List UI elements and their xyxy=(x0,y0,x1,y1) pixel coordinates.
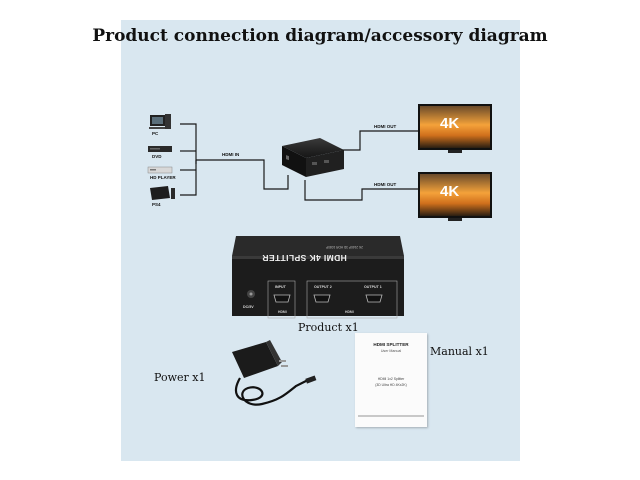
output-cables xyxy=(304,130,418,201)
dvd-icon xyxy=(148,146,172,152)
device-port-output1: OUTPUT 1 xyxy=(364,285,382,289)
tv-icon-bottom xyxy=(418,172,492,221)
input-cables xyxy=(180,123,289,196)
product-caption: Product x1 xyxy=(298,321,359,334)
power-caption: Power x1 xyxy=(154,371,206,384)
hdmi-out-label-1: HDMI OUT xyxy=(374,124,397,129)
cable-main-in xyxy=(196,159,289,190)
hdmi-in-label: HDMI IN xyxy=(222,152,240,157)
device-port-output2: OUTPUT 2 xyxy=(314,285,332,289)
manual-caption: Manual x1 xyxy=(430,345,489,358)
manual-booklet: HDMI SPLITTER User Manual HDMI 1x2 Split… xyxy=(355,333,427,427)
product-splitter-icon xyxy=(232,236,404,319)
ps4-icon xyxy=(150,186,175,200)
device-brand: HDMI 4K SPLITTER xyxy=(262,253,347,263)
tv-badge-top: 4K xyxy=(440,115,460,132)
diagram-title: Product connection diagram/accessory dia… xyxy=(92,26,548,46)
hd-player-icon xyxy=(147,166,173,174)
cable-pc xyxy=(180,123,197,164)
device-port-input: INPUT xyxy=(275,285,286,289)
manual-title: HDMI SPLITTER xyxy=(373,342,409,347)
device-hdmi-logo-1: HDMI xyxy=(278,310,287,314)
pc-icon xyxy=(149,114,171,129)
device-power-label: DC/5V xyxy=(243,305,254,309)
manual-line-2: (3D Ultra HD 4Kx2K) xyxy=(375,383,407,387)
splitter-box-icon xyxy=(282,138,344,177)
power-adapter-icon xyxy=(232,340,317,406)
source-label-pc: PC xyxy=(152,131,159,136)
source-label-hdplayer: HD PLAYER xyxy=(150,175,176,180)
tv-icon-top xyxy=(418,104,492,153)
manual-subtitle: User Manual xyxy=(380,349,402,353)
tv-badge-bottom: 4K xyxy=(440,183,460,200)
cable-out-1 xyxy=(335,130,418,151)
hdmi-out-label-2: HDMI OUT xyxy=(374,182,397,187)
manual-footer-bar xyxy=(358,415,424,417)
cable-out-2 xyxy=(304,180,418,201)
device-hdmi-logo-2: HDMI xyxy=(345,310,354,314)
device-model-text: 2K 2160P 3D HDR 1080P xyxy=(326,245,363,249)
manual-line-1: HDMI 1x2 Splitter xyxy=(377,377,405,381)
source-label-dvd: DVD xyxy=(152,154,162,159)
source-label-ps4: PS4 xyxy=(152,202,161,207)
cable-ps4 xyxy=(180,160,197,196)
